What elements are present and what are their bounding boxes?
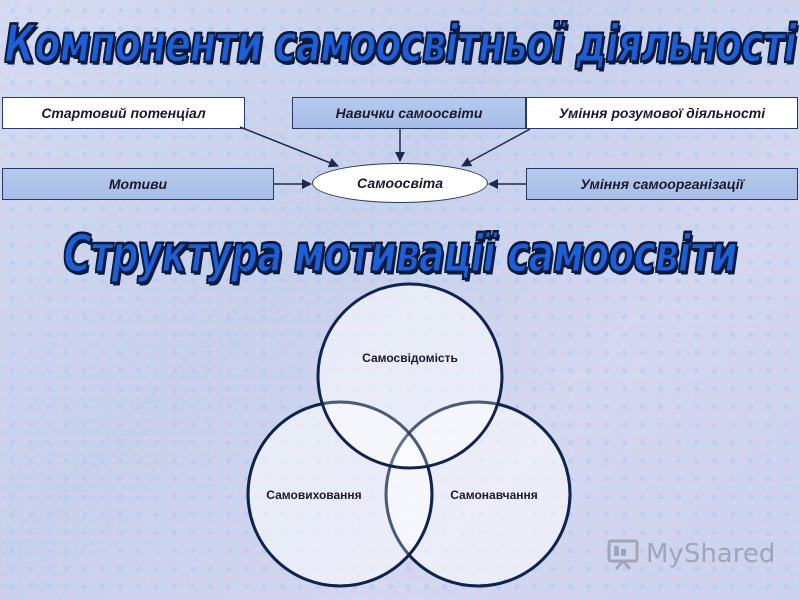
presentation-board-icon: [607, 539, 639, 570]
venn-label-top: Самосвідомість: [362, 351, 458, 365]
venn-circle-top: [316, 282, 504, 470]
motives-box: Мотиви: [2, 168, 274, 200]
self-organization-skills-box: Уміння самоорганізації: [526, 168, 798, 200]
structure-title: Структура мотивації самоосвіти: [63, 223, 739, 284]
components-title: Компоненти самоосвітньої діяльності: [4, 13, 798, 74]
self-education-node: Самоосвіта: [312, 163, 488, 203]
venn-label-left: Самовиховання: [266, 488, 361, 502]
self-education-skills-box: Навички самоосвіти: [292, 97, 526, 129]
start-potential-box: Стартовий потенціал: [2, 97, 245, 129]
myshared-logo: MyShared: [606, 536, 775, 572]
venn-label-right: Самонавчання: [450, 488, 538, 502]
mental-activity-skills-box: Уміння розумової діяльності: [526, 97, 798, 129]
logo-text: MyShared: [646, 539, 776, 569]
